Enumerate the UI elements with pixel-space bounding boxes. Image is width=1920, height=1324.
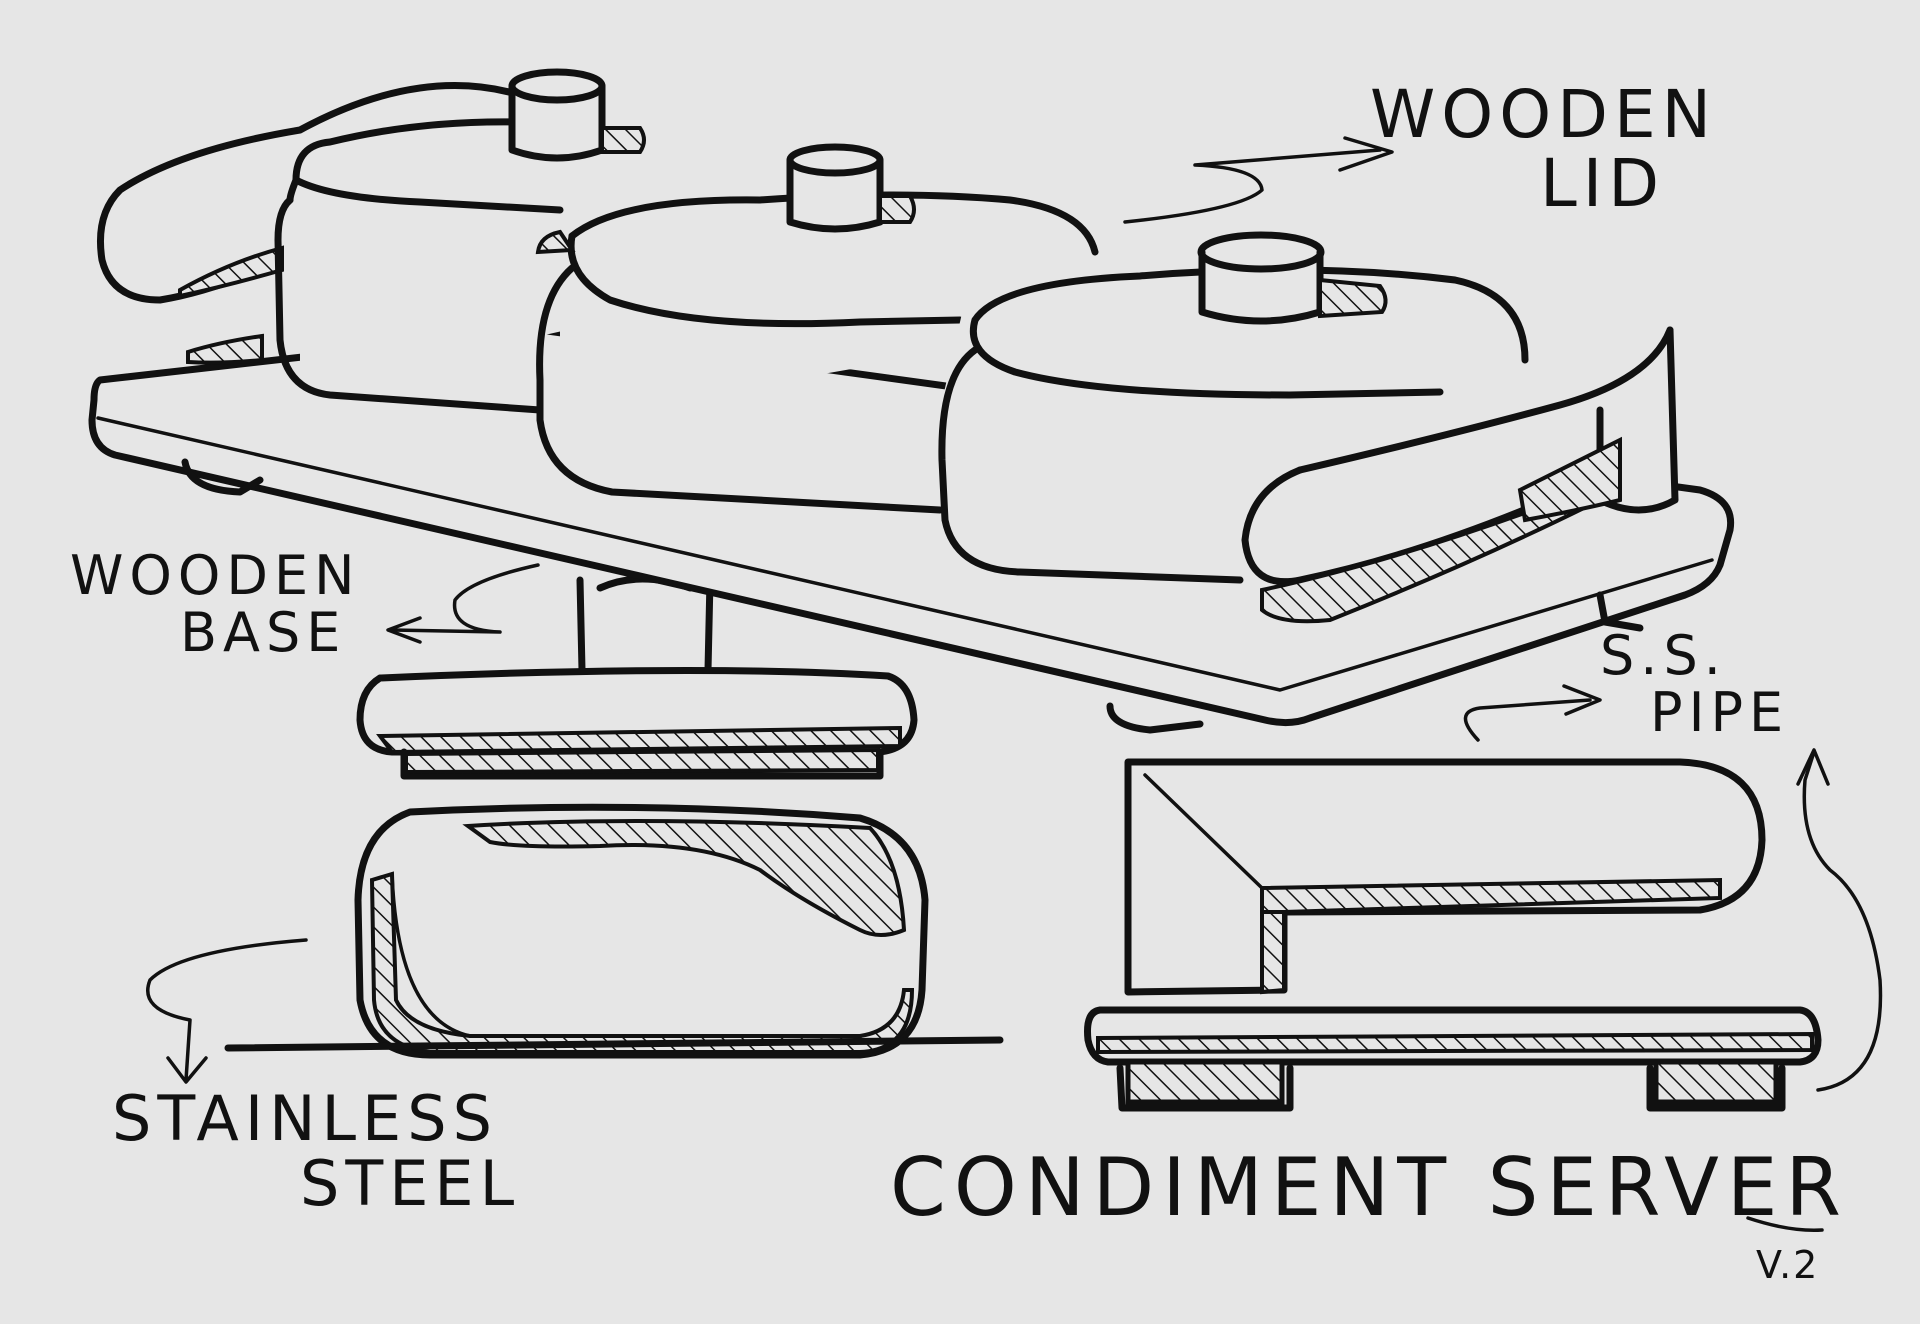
stainless-steel-label: STAINLESS STEEL — [112, 1086, 520, 1216]
version-label: V.2 — [1756, 1243, 1820, 1287]
wooden-base-arrow — [386, 563, 540, 644]
wooden-base-label-line2: BASE — [180, 600, 347, 664]
stainless-steel-arrow — [146, 938, 308, 1084]
stainless-steel-label-line2: STEEL — [300, 1147, 521, 1221]
support-stem — [576, 575, 714, 674]
lid-knob-1 — [508, 68, 646, 162]
ss-pipe-arrow — [1463, 684, 1883, 1092]
wooden-lid-label-line1: WOODEN — [1370, 76, 1718, 153]
right-pipe-handle — [1240, 326, 1679, 624]
container-side-view — [224, 803, 1004, 1059]
drawing-title: CONDIMENT SERVER — [890, 1141, 1849, 1234]
wooden-base-label: WOODEN BASE — [70, 544, 361, 664]
wooden-lid-arrow — [1123, 136, 1394, 224]
lid-side-view — [356, 666, 918, 780]
title-underline — [1746, 1216, 1824, 1232]
ss-pipe-label: S.S. PIPE — [1600, 627, 1790, 744]
lid-knob-2 — [535, 143, 916, 255]
ss-pipe-label-line1: S.S. — [1600, 624, 1727, 687]
left-pipe-handle — [96, 82, 524, 365]
wooden-base-plate — [88, 326, 1735, 734]
ss-pipe-label-line2: PIPE — [1650, 680, 1790, 744]
wooden-lid-label-line2: LID — [1540, 145, 1666, 223]
condiment-container-2 — [535, 143, 1099, 514]
tray-side-section — [1084, 758, 1822, 1112]
wooden-base-label-line1: WOODEN — [70, 544, 361, 607]
tray-assembly — [88, 68, 1735, 734]
lid-knob-3 — [1197, 231, 1388, 325]
stainless-steel-label-line1: STAINLESS — [112, 1082, 498, 1155]
wooden-lid-label: WOODEN LID — [1370, 80, 1717, 219]
